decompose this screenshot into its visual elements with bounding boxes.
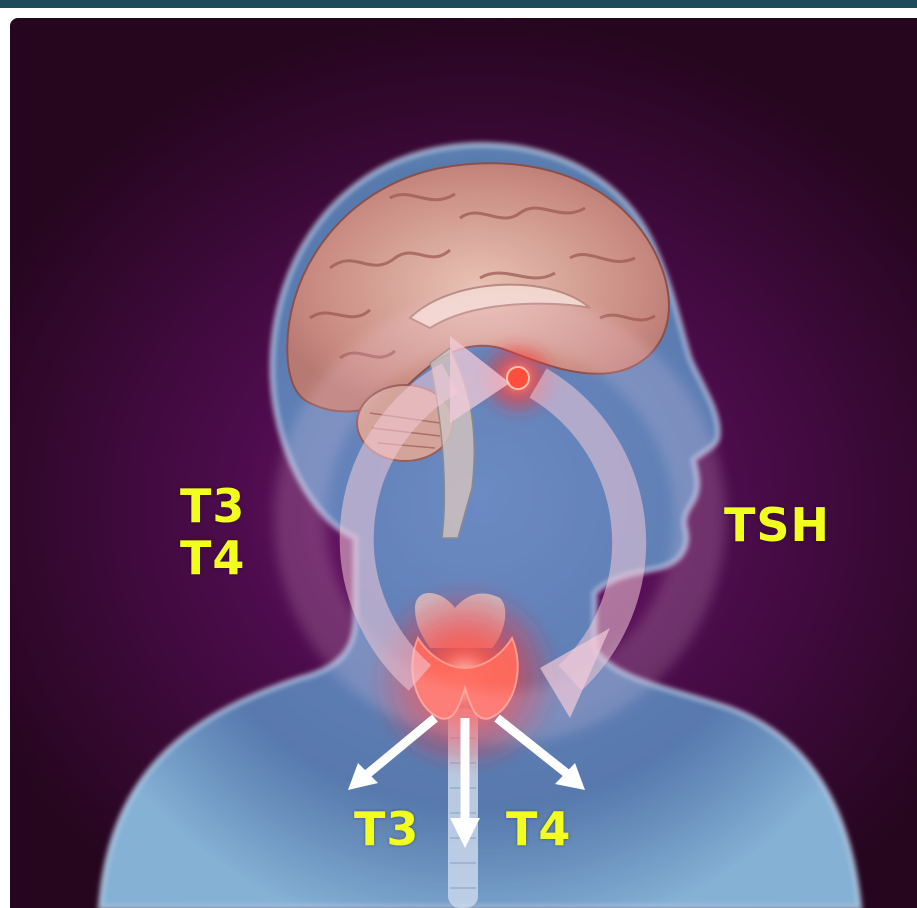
- tsh-label: TSH: [724, 502, 830, 548]
- thyroid-feedback-illustration: T3 T4 TSH T3 T4: [10, 18, 917, 908]
- feedback-t3-label: T3: [180, 480, 245, 532]
- output-t3-label: T3: [354, 806, 419, 852]
- feedback-t4-label: T4: [180, 532, 245, 584]
- output-t4-label: T4: [506, 806, 571, 852]
- top-bar: [0, 0, 917, 8]
- feedback-hormone-labels: T3 T4: [180, 480, 245, 584]
- anatomy-svg: [10, 18, 917, 908]
- image-frame: T3 T4 TSH T3 T4: [0, 8, 917, 908]
